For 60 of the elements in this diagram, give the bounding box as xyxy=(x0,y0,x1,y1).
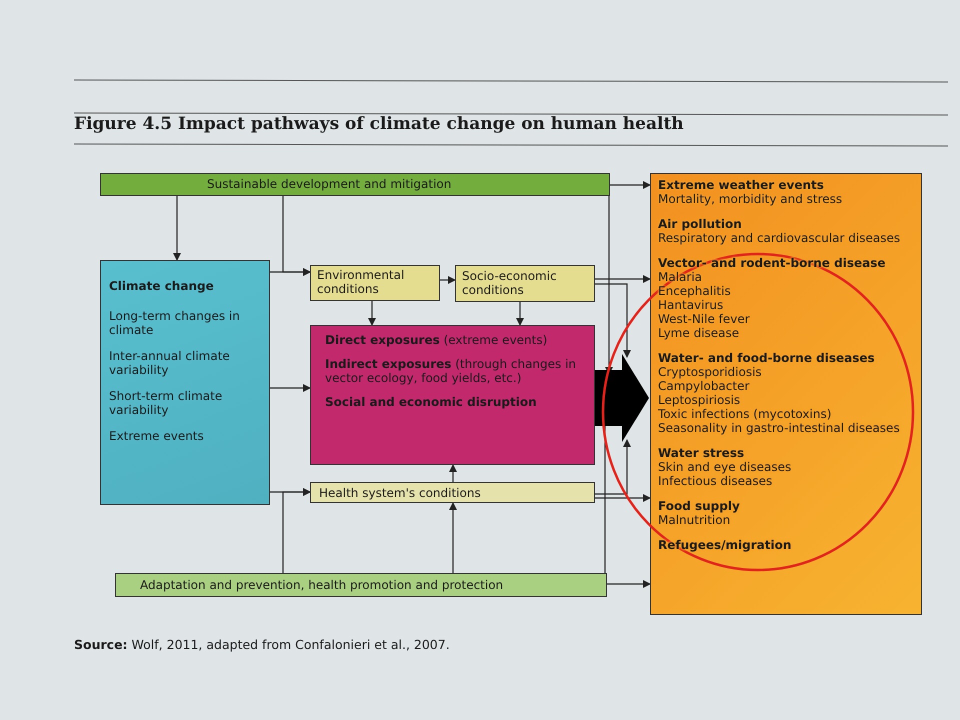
text-line: Skin and eye diseases xyxy=(658,460,792,474)
source-note: Source: Wolf, 2011, adapted from Confalonieri et al., 2007. xyxy=(74,637,450,652)
text-line: Seasonality in gastro-intestinal diseases xyxy=(658,421,901,435)
arrow xyxy=(449,464,457,482)
heading: Air pollution xyxy=(658,217,743,231)
arrow xyxy=(368,301,376,326)
figure-title: Figure 4.5 Impact pathways of climate change on human health xyxy=(74,114,684,134)
arrow xyxy=(595,439,631,495)
condition-box xyxy=(455,265,595,302)
text-line: Extreme events xyxy=(109,429,205,443)
text-line: Inter-annual climate variability xyxy=(109,349,231,377)
heading: Social and economic disruption xyxy=(325,395,538,409)
health-system-bar xyxy=(310,482,595,503)
block-arrow xyxy=(595,354,649,442)
text-line: Direct exposures (extreme events) xyxy=(325,333,548,347)
heading: Water- and food-borne diseases xyxy=(658,351,876,365)
condition-box xyxy=(310,265,440,301)
text-line: Lyme disease xyxy=(658,326,740,340)
arrow xyxy=(270,268,311,276)
arrow xyxy=(595,275,651,283)
text-line: Short-term climate variability xyxy=(109,389,224,417)
arrow xyxy=(610,181,651,189)
health-outcomes-box xyxy=(650,173,922,615)
text-line: Leptospiriosis xyxy=(658,393,742,407)
heading: Water stress xyxy=(658,446,746,460)
mitigation-bar xyxy=(100,173,610,196)
text-line: Socio-economic conditions xyxy=(462,269,558,297)
heading: Extreme weather events xyxy=(658,178,825,192)
arrow xyxy=(282,488,311,573)
text-line: Environmental conditions xyxy=(317,268,406,296)
arrow xyxy=(607,580,651,588)
climate-change-box xyxy=(100,260,270,505)
text-line: Respiratory and cardiovascular diseases xyxy=(658,231,902,245)
text-line: Long-term changes in climate xyxy=(109,309,241,337)
text-line: Campylobacter xyxy=(658,379,750,393)
adaptation-bar xyxy=(115,573,607,597)
text-line: Adaptation and prevention, health promotion and protection xyxy=(140,578,504,592)
text-line: Sustainable development and mitigation xyxy=(207,177,452,191)
arrow xyxy=(449,502,457,573)
text-line: West-Nile fever xyxy=(658,312,751,326)
heading: Climate change xyxy=(109,279,215,293)
text-line: Infectious diseases xyxy=(658,474,774,488)
arrow xyxy=(595,494,651,502)
text-line: Cryptosporidiosis xyxy=(658,365,763,379)
heading: Food supply xyxy=(658,499,741,513)
text-line: Toxic infections (mycotoxins) xyxy=(658,407,832,421)
arrow xyxy=(173,196,181,261)
arrow xyxy=(516,302,524,326)
arrow xyxy=(270,384,311,392)
exposures-box xyxy=(310,325,595,465)
arrow xyxy=(595,283,631,358)
text-line: Health system's conditions xyxy=(319,486,482,500)
text-line: Encephalitis xyxy=(658,284,732,298)
text-line: Malaria xyxy=(658,270,704,284)
arrow xyxy=(440,276,456,284)
text-line: Hantavirus xyxy=(658,298,724,312)
text-line: Malnutrition xyxy=(658,513,732,527)
text-line: Mortality, morbidity and stress xyxy=(658,192,844,206)
text-line: Indirect exposures (through changes in vector ecology, food yields, etc.) xyxy=(325,357,578,385)
heading: Vector- and rodent-borne disease xyxy=(658,256,886,270)
